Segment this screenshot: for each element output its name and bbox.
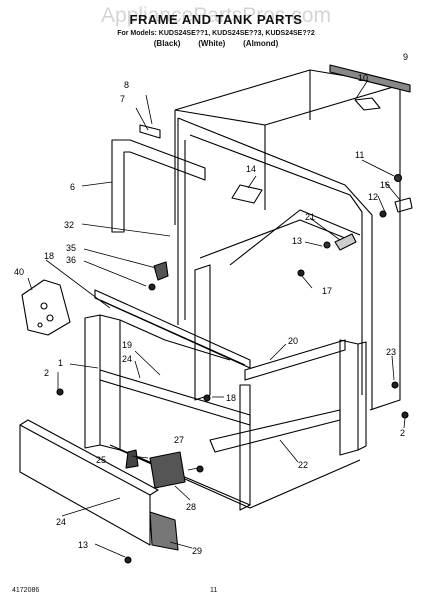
callout-label: 2 (400, 428, 405, 438)
part-24-toe-panel (19, 424, 151, 546)
callout-label: 28 (186, 502, 196, 512)
callout-label: 35 (66, 243, 76, 253)
callout-label: 11 (355, 150, 364, 160)
part-17-screw (203, 394, 211, 402)
callout-label: 23 (386, 347, 396, 357)
callout-label: 25 (96, 455, 106, 465)
part-25-leveling-foot (125, 449, 139, 469)
callout-label: 22 (298, 460, 308, 470)
color-variants: (Black) (White) (Almond) (0, 39, 432, 48)
model-list: For Models: KUDS24SE??1, KUDS24SE??3, KU… (117, 30, 315, 37)
part-11-bracket (231, 184, 263, 204)
part-3-vent-tube (111, 139, 206, 233)
color-almond: (Almond) (243, 39, 279, 48)
part-2-screw-left (56, 388, 64, 396)
callout-label: 2 (44, 368, 49, 378)
part-6-strip (329, 64, 411, 93)
callout-label: 8 (124, 80, 129, 90)
diagram-title: FRAME AND TANK PARTS (129, 12, 303, 27)
callout-label: 24 (122, 354, 132, 364)
callout-label: 36 (66, 255, 76, 265)
callout-label: 10 (358, 73, 368, 83)
callout-label: 18 (44, 251, 54, 261)
callout-label: 9 (403, 52, 408, 62)
part-29-insulation (149, 511, 179, 551)
callout-label: 29 (192, 546, 202, 556)
part-20-pin (334, 233, 357, 251)
callout-label: 20 (288, 336, 298, 346)
callout-label: 40 (14, 267, 24, 277)
part-7-clip (354, 97, 381, 111)
callout-label: 18 (226, 393, 236, 403)
callout-label: 6 (70, 182, 75, 192)
callout-label: 14 (246, 164, 256, 174)
part-35-actuator (153, 261, 169, 281)
part-10-screw (379, 210, 387, 218)
callout-label: 17 (322, 286, 332, 296)
part-12-screw (124, 556, 132, 564)
callout-label: 27 (174, 435, 184, 445)
callout-label: 16 (380, 180, 390, 190)
watermark-logo: AppliancePartsPros.com (101, 4, 331, 27)
part-13-bracket (394, 197, 413, 213)
page-number: 11 (210, 587, 218, 594)
callout-label: 12 (368, 192, 378, 202)
tank-front-frame (177, 117, 373, 410)
color-black: (Black) (153, 39, 181, 48)
part-8-screw (393, 173, 403, 183)
part-1-frame-left (84, 314, 121, 451)
part-2-screw-right (401, 411, 409, 419)
part-19-crossmember (244, 339, 346, 381)
part-28-block (149, 451, 186, 489)
document-number: 4172086 (12, 587, 40, 594)
part-36-screw (148, 283, 156, 291)
callout-label: 32 (64, 220, 74, 230)
part-21-base-rail (209, 409, 341, 453)
part-9-screw (323, 241, 331, 249)
color-white: (White) (198, 39, 226, 48)
callout-label: 7 (120, 94, 125, 104)
callout-label: 19 (122, 340, 132, 350)
callout-label: 24 (56, 517, 66, 527)
part-40-plate (21, 279, 71, 336)
callout-label: 13 (78, 540, 88, 550)
callout-label: 21 (305, 212, 315, 222)
callout-label: 1 (58, 358, 63, 368)
callout-label: 13 (292, 236, 302, 246)
part-27-screw (196, 465, 204, 473)
part-14-screw (297, 269, 305, 277)
